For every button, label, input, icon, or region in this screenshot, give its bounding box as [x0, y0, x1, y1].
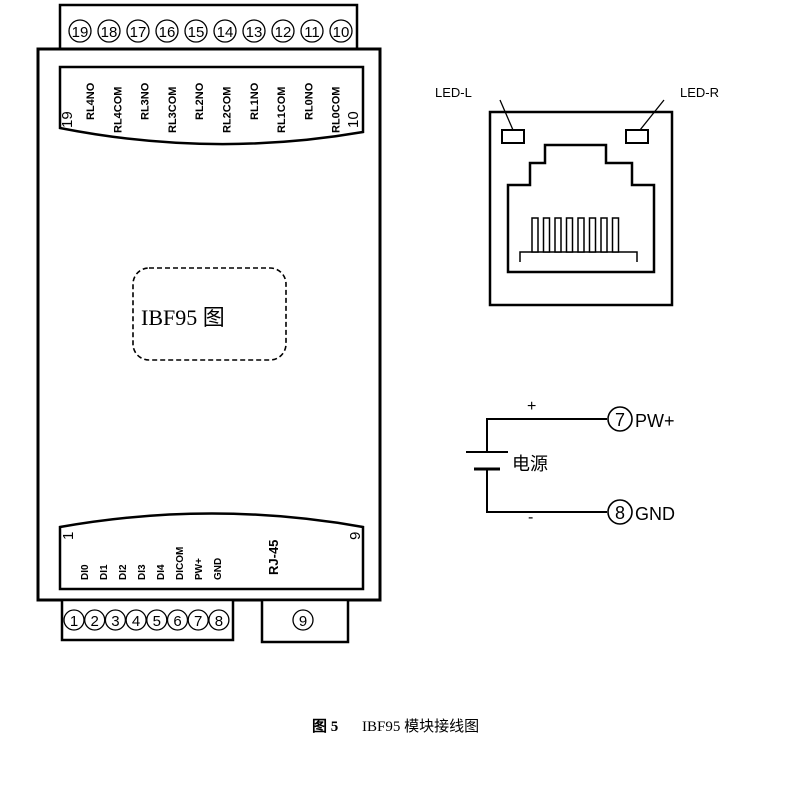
top-channel-label: RL3COM	[167, 87, 179, 133]
bottom-terminal-number: 6	[173, 613, 181, 630]
power-wiring	[466, 418, 607, 513]
bottom-pin-left: 1	[60, 532, 77, 540]
caption-figure: 图 5	[312, 718, 338, 735]
rj45-pin	[554, 217, 562, 253]
top-channel-label: RL0NO	[303, 82, 315, 120]
top-terminal-number: 11	[304, 24, 320, 41]
rj45-pin	[600, 217, 608, 253]
bottom-label-panel	[58, 512, 365, 591]
terminal-circle	[184, 19, 208, 43]
led-right-label: LED-R	[680, 85, 719, 100]
terminal-circle	[300, 19, 324, 43]
top-terminal-number: 19	[72, 24, 89, 41]
bottom-terminal-number: 4	[132, 613, 140, 630]
terminal-circle	[166, 609, 189, 631]
bottom-channel-label: DI1	[99, 564, 110, 580]
gnd-terminal-number: 8	[615, 503, 625, 523]
plus-sign: +	[527, 398, 536, 415]
terminal-circle	[68, 19, 92, 43]
led-left-label: LED-L	[435, 85, 472, 100]
terminal-circle	[84, 609, 106, 631]
terminal-circle	[126, 19, 150, 43]
rj45-label: RJ-45	[266, 540, 281, 575]
gnd-terminal-label: GND	[635, 504, 675, 524]
bottom-channel-label: DI3	[137, 564, 148, 580]
bottom-channel-label: DI2	[118, 564, 129, 580]
terminal-circle	[242, 19, 266, 43]
top-channel-label: RL2COM	[222, 87, 234, 133]
rj45-terminal-block	[260, 598, 350, 644]
rj45-pin	[542, 217, 551, 253]
terminal-circle	[155, 19, 179, 43]
top-terminal-number: 16	[159, 24, 176, 41]
power-source-label: 电源	[512, 454, 548, 474]
rj45-pin	[577, 217, 585, 253]
terminal-circle	[213, 19, 237, 43]
top-terminal-number: 12	[275, 24, 292, 41]
bottom-terminal-number: 3	[111, 613, 119, 630]
pw-terminal-label: PW+	[635, 411, 675, 431]
terminal-circle	[146, 609, 168, 631]
terminal-circle	[187, 609, 209, 631]
terminal-circle	[271, 19, 295, 43]
minus-sign: -	[528, 509, 533, 526]
terminal-circle	[607, 499, 633, 525]
top-terminal-number: 17	[130, 24, 147, 41]
terminal-circle	[97, 19, 121, 43]
bottom-channel-label: PW+	[194, 558, 205, 580]
bottom-terminal-number: 7	[194, 613, 202, 630]
rj45-pin	[531, 217, 539, 253]
bottom-terminal-number: 5	[153, 613, 161, 630]
bottom-terminal-number: 2	[91, 613, 99, 630]
top-terminal-number: 15	[188, 24, 205, 41]
top-channel-label: RL1COM	[276, 87, 288, 133]
top-channel-label: RL4NO	[85, 82, 97, 120]
top-pin-right: 10	[345, 111, 362, 128]
top-pin-left: 19	[59, 111, 76, 128]
top-label-panel	[58, 65, 365, 146]
rj45-terminal-number: 9	[299, 613, 307, 630]
rj45-pin	[611, 217, 620, 253]
bottom-channel-label: DI4	[156, 564, 167, 580]
bottom-channel-label: GND	[213, 558, 224, 580]
module-image-placeholder	[132, 267, 287, 361]
terminal-circle	[292, 609, 314, 631]
center-label: IBF95 图	[141, 305, 225, 330]
bottom-terminal-number: 1	[70, 613, 78, 630]
top-channel-label: RL2NO	[194, 82, 206, 120]
bottom-channel-label: DICOM	[175, 547, 186, 580]
bottom-pin-right: 9	[347, 532, 364, 540]
top-terminal-number: 18	[101, 24, 118, 41]
caption-title: IBF95 模块接线图	[362, 718, 479, 735]
bottom-terminal-block	[60, 598, 235, 642]
top-channel-label: RL0COM	[331, 87, 343, 133]
rj45-pin	[565, 217, 574, 253]
terminal-circle	[607, 406, 633, 432]
top-terminal-number: 14	[217, 24, 234, 41]
rj45-pin	[588, 217, 597, 253]
terminal-circle	[208, 609, 230, 631]
top-terminal-number: 13	[246, 24, 263, 41]
terminal-circle	[63, 609, 85, 631]
terminal-circle	[104, 609, 127, 631]
bottom-terminal-number: 8	[215, 613, 223, 630]
terminal-circle	[125, 609, 147, 631]
bottom-channel-label: DI0	[80, 564, 91, 580]
rj45-jack-icon	[488, 99, 674, 307]
top-channel-label: RL3NO	[140, 82, 152, 120]
top-terminal-number: 10	[333, 24, 350, 41]
pw-terminal-number: 7	[615, 410, 625, 430]
top-channel-label: RL4COM	[112, 87, 124, 133]
terminal-circle	[329, 19, 353, 43]
top-channel-label: RL1NO	[249, 82, 261, 120]
